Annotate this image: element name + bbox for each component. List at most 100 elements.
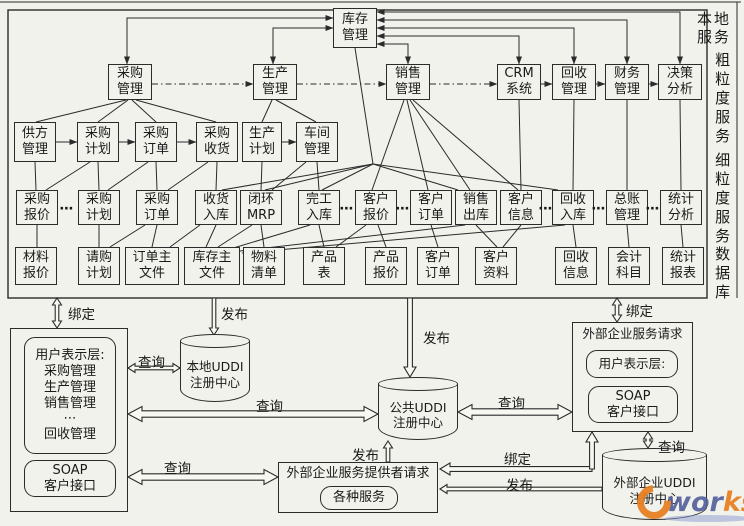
finance-mgmt: 财务管理 [605,64,649,100]
connector [261,99,273,123]
ellipsis-4: ⋯ [539,201,553,217]
connector [215,161,218,191]
finance-mgmt-label: 财务管理 [613,66,640,97]
purchase-quote: 采购报价 [16,190,58,225]
sales-outbound: 销售出库 [455,190,497,225]
watermark-text: wor [666,486,723,518]
label-coarse-grained: 粗粒度服务 [710,52,734,152]
recycle-mgmt: 回收管理 [552,64,596,100]
recycle-mgmt-label: 回收管理 [560,66,587,97]
customer-quote: 客户报价 [355,190,397,225]
user-presentation-layer-label: 用户表示层:采购管理生产管理销售管理⋯回收管理 [35,347,105,443]
purchase-quote-label: 采购报价 [23,191,50,223]
bind-arrow-left [51,296,63,330]
purchase-order: 采购订单 [135,122,177,162]
ellipsis-2: ⋯ [340,201,354,217]
label-database: 数据库 [710,246,734,310]
production-plan: 生产计划 [242,122,282,162]
sales-mgmt-label: 销售管理 [394,66,421,97]
publish-label-local: 发布 [221,307,248,323]
various-services: 各种服务 [320,486,398,510]
publish-label-ext: 发布 [506,478,533,494]
connector [34,161,37,191]
statistic-report-label: 统计报表 [669,250,696,281]
product-table-label: 产品表 [310,250,337,281]
bom-list-label: 物料清单 [250,250,277,281]
purchase-plan-label: 采购计划 [84,126,111,157]
purchase-mgmt: 采购管理 [108,64,152,100]
bind-arrow-right [611,296,623,324]
ellipsis-3: ⋯ [396,201,410,217]
connector [217,224,253,248]
connector [406,99,429,191]
ellipsis-5-label: ⋯ [591,201,607,218]
ellipsis-1: ⋯ [59,201,75,217]
product-quote-label: 产品报价 [372,250,399,281]
recycle-inbound-label: 回收入库 [559,191,586,223]
customer-info-label: 客户信息 [507,191,534,223]
user-presentation-layer: 用户表示层:采购管理生产管理销售管理⋯回收管理 [24,337,116,454]
query-label-public-ext: 查询 [498,396,525,412]
customer-info: 客户信息 [500,190,542,225]
connector [155,161,158,191]
connector [572,224,577,248]
connector [316,161,320,191]
query-label-local: 查询 [138,355,165,371]
purchase-order-svc: 采购订单 [136,190,178,225]
connector [376,25,577,65]
query-label-soap-provider: 查询 [164,461,191,477]
connector [372,163,459,191]
statistic-analysis-label: 统计分析 [667,191,694,223]
various-services-label: 各种服务 [332,490,385,506]
connector [135,99,217,123]
watermark-underline [665,515,744,522]
publish-arrow-provider [382,439,394,463]
eworks-watermark: wor ks [630,478,744,526]
finish-inbound: 完工入库 [298,190,340,225]
product-quote: 产品报价 [365,247,407,285]
material-quote-label: 材料报价 [22,250,49,281]
publish-arrow-local [208,297,220,337]
general-ledger-label: 总账管理 [613,191,640,223]
publish-label-provider: 发布 [352,448,379,464]
bind-label-ext: 绑定 [504,452,531,468]
bind-label-top-left: 绑定 [68,307,95,323]
inventory-mgmt-label: 库存管理 [341,12,368,43]
sales-mgmt: 销售管理 [386,64,430,100]
requisition-plan: 请购计划 [78,247,120,285]
connector [475,224,498,248]
inventory-mgmt: 库存管理 [333,8,377,48]
receive-inbound: 收货入库 [195,190,237,225]
customer-order-file: 客户订单 [417,247,459,285]
connector [97,99,129,123]
connector [502,224,522,248]
connector [109,224,146,248]
connector [221,163,374,191]
connector [679,99,682,191]
connector [354,47,374,165]
production-mgmt-label: 生产管理 [261,66,288,97]
connector [376,9,683,65]
bom-list: 物料清单 [243,247,285,285]
accounting-subjects-label: 会计科目 [615,250,642,281]
inventory-master-file-label: 库存主文件 [192,250,232,281]
label-database-label: 数据库 [713,246,732,303]
purchase-plan-svc-label: 采购计划 [85,191,112,223]
accounting-subjects: 会计科目 [608,247,650,285]
product-table: 产品表 [303,247,345,285]
connector [107,161,149,191]
inventory-master-file: 库存主文件 [184,247,240,285]
label-fine-grained-label: 细粒度服务 [713,152,732,247]
purchase-receive-label: 采购收货 [203,126,230,157]
